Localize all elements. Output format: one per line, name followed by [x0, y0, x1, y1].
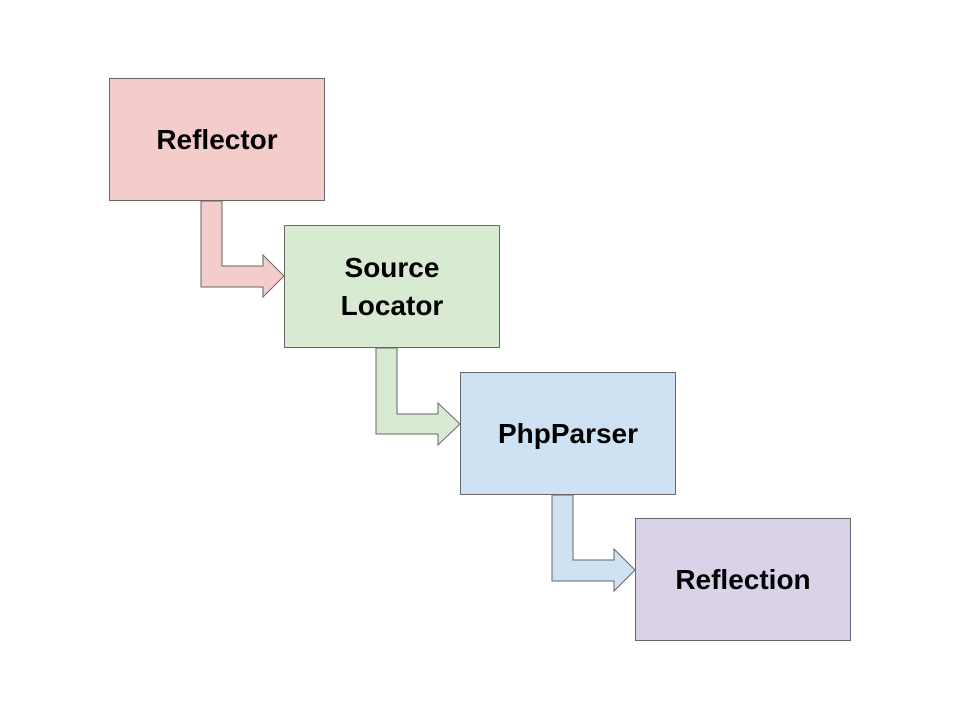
reflection-label: Reflection	[675, 561, 810, 599]
reflection-box: Reflection	[635, 518, 851, 641]
reflector-box: Reflector	[109, 78, 325, 201]
arrow-source-locator-to-phpparser	[375, 347, 461, 447]
reflector-label-text: Reflector	[156, 123, 278, 155]
source-locator-box: Source Locator	[284, 225, 500, 348]
arrow-reflector-to-source-locator	[200, 200, 285, 299]
arrow-phpparser-to-reflection	[551, 494, 636, 593]
reflection-label-text: Reflection	[675, 563, 811, 595]
phpparser-label: PhpParser	[498, 415, 638, 453]
source-locator-label: Source Locator	[341, 211, 444, 363]
phpparser-label-text: PhpParser	[497, 417, 639, 449]
phpparser-box: PhpParser	[460, 372, 676, 495]
reflector-label: Reflector	[156, 121, 277, 159]
source-locator-label-text: Source Locator	[340, 251, 444, 321]
